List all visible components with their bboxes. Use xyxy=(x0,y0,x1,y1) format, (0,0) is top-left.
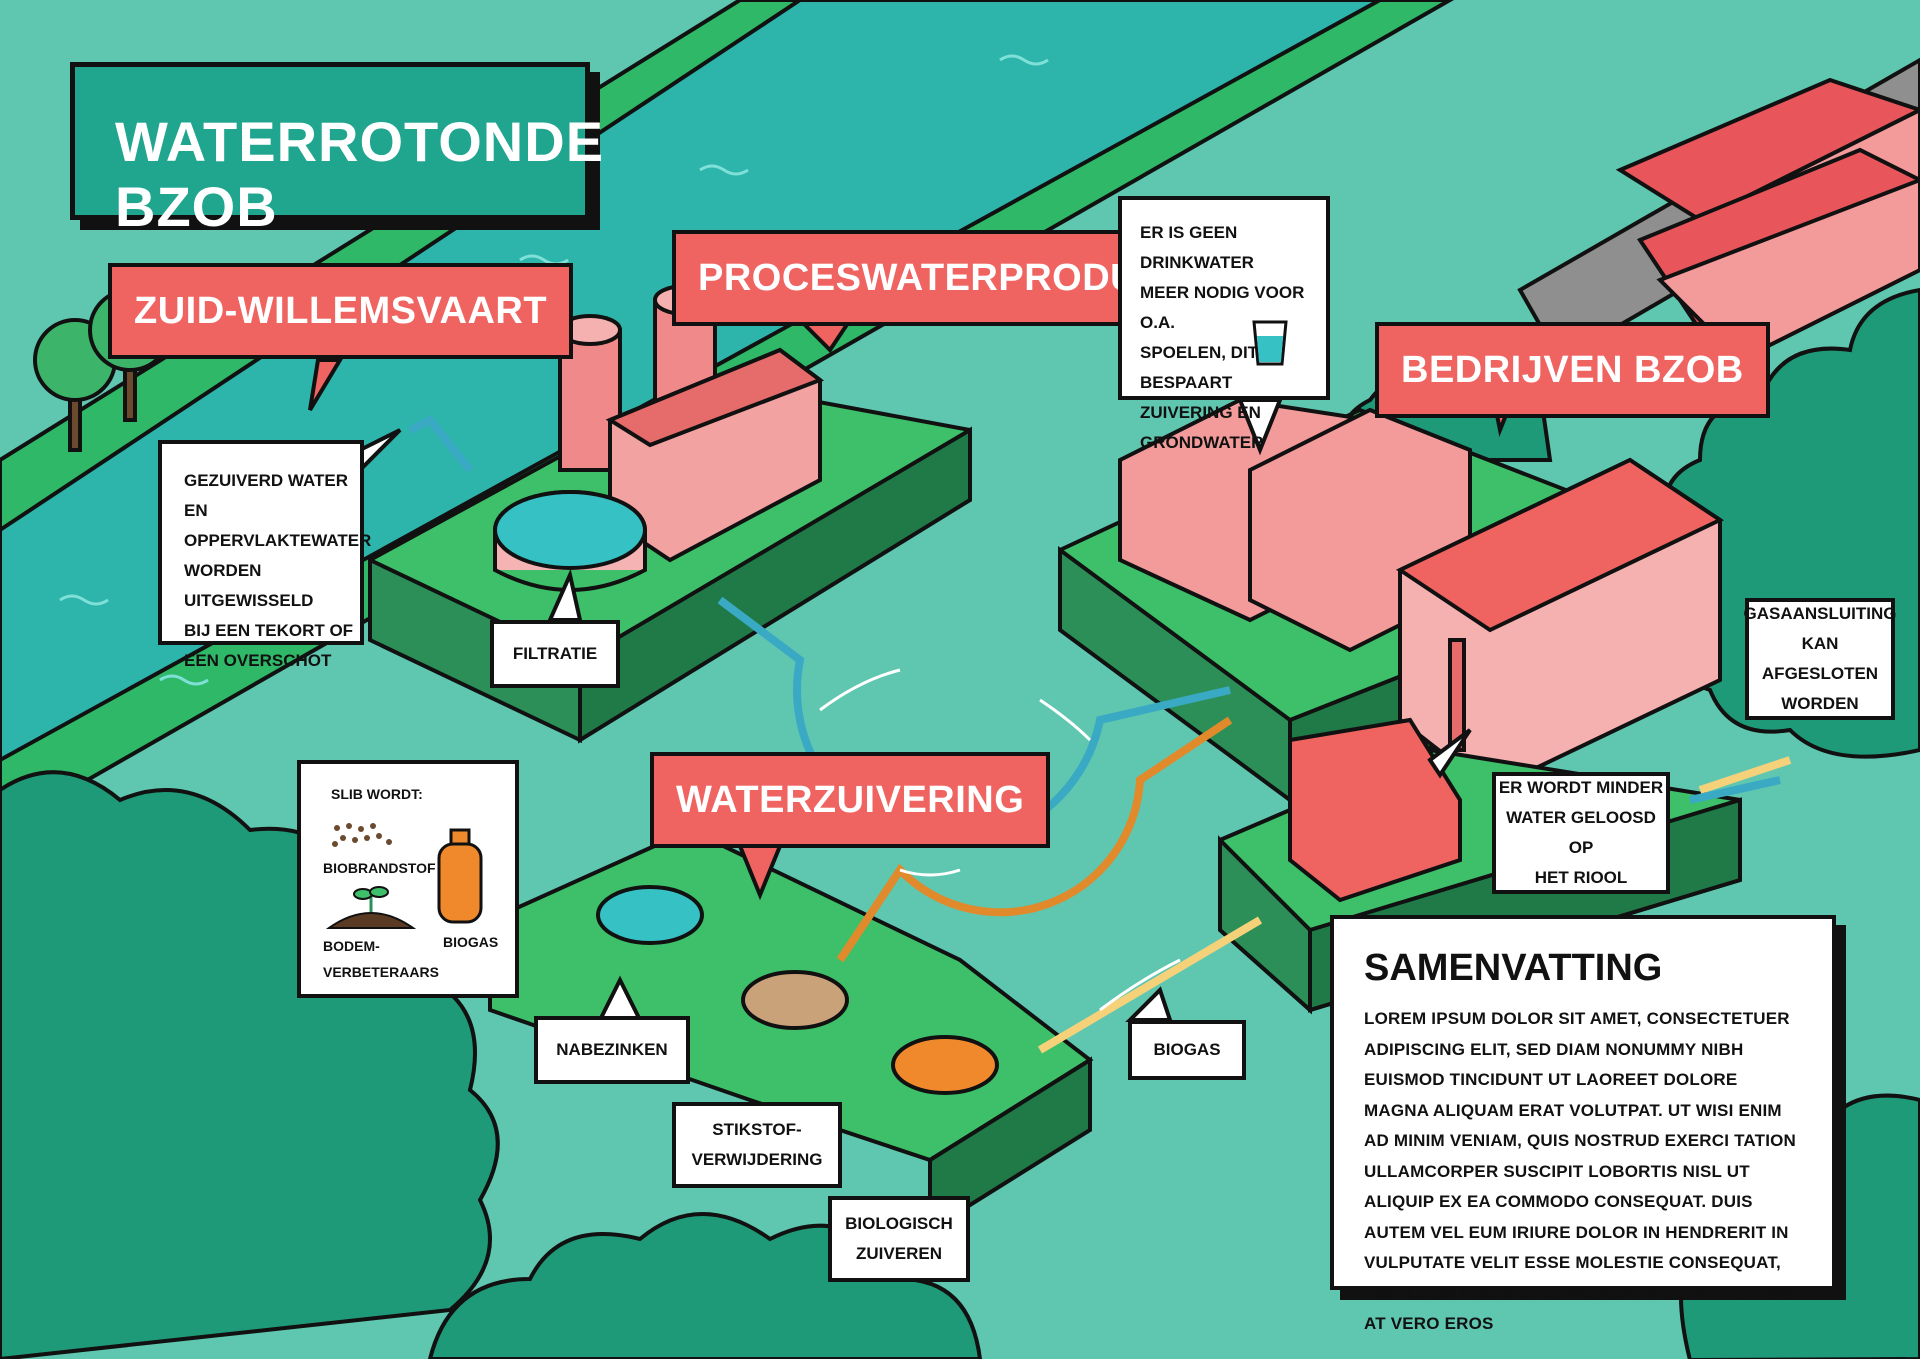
callout-line: BIJ EEN TEKORT OF xyxy=(184,621,354,640)
callout-line: ER IS GEEN DRINKWATER xyxy=(1140,223,1254,272)
callout-line: WORDEN xyxy=(1781,694,1859,713)
slib-bodem-1: BODEM- xyxy=(323,938,380,954)
slib-biogas: BIOGAS xyxy=(443,934,499,950)
plant-soil-icon xyxy=(325,886,417,929)
callout-drinkwater: ER IS GEEN DRINKWATER MEER NODIG VOOR O.… xyxy=(1118,196,1330,452)
label-waterzuivering: WATERZUIVERING xyxy=(650,752,1051,848)
gas-bottle-icon xyxy=(437,828,483,924)
callout-line: ER WORDT MINDER xyxy=(1498,778,1664,797)
label-zuid-willemsvaart: ZUID-WILLEMSVAART xyxy=(108,263,574,359)
summary-heading: SAMENVATTING xyxy=(1364,947,1663,989)
page-title: WATERROTONDE BZOB xyxy=(115,110,605,238)
label-bedrijven-bzob: BEDRIJVEN BZOB xyxy=(1375,322,1770,418)
summary-panel: SAMENVATTING LOREM IPSUM DOLOR SIT AMET,… xyxy=(1330,915,1836,1333)
callout-uitgewisseld: GEZUIVERD WATER EN OPPERVLAKTEWATER WORD… xyxy=(158,440,372,670)
callout-line: OPPERVLAKTEWATER xyxy=(184,531,372,550)
callout-line: WORDEN UITGEWISSELD xyxy=(184,561,314,610)
callout-line: STIKSTOF- xyxy=(712,1120,802,1139)
slib-bodem-2: VERBETERAARS xyxy=(323,964,439,980)
summary-body: LOREM IPSUM DOLOR SIT AMET, CONSECTETUER… xyxy=(1364,1009,1797,1333)
slib-heading: SLIB WORDT: xyxy=(331,786,423,802)
callout-riool: ER WORDT MINDER WATER GELOOSD OP HET RIO… xyxy=(1492,772,1670,894)
title-banner: WATERROTONDE BZOB xyxy=(70,62,603,238)
callout-biogas: BIOGAS xyxy=(1128,1020,1246,1080)
callout-biologisch-zuiveren: BIOLOGISCH ZUIVEREN xyxy=(828,1196,970,1282)
platform-treatment xyxy=(488,827,1094,1234)
callout-line: WATER GELOOSD OP xyxy=(1506,808,1656,857)
water-glass-icon xyxy=(1252,320,1288,366)
callout-stikstofverwijdering: STIKSTOF- VERWIJDERING xyxy=(672,1102,842,1188)
callout-line: HET RIOOL xyxy=(1534,868,1628,887)
platform-companies xyxy=(1058,397,1725,804)
callout-gasaansluiting: GASAANSLUITING KAN AFGESLOTEN WORDEN xyxy=(1743,598,1897,720)
callout-line: EEN OVERSCHOT xyxy=(184,651,332,670)
callout-line: GASAANSLUITING xyxy=(1743,604,1897,623)
callout-line: GEZUIVERD WATER EN xyxy=(184,471,349,520)
slib-callout: SLIB WORDT: BIOBRANDSTOF BODEM- VERBETER… xyxy=(297,760,519,998)
slib-biobrandstof: BIOBRANDSTOF xyxy=(323,860,436,876)
pellets-icon xyxy=(332,823,392,847)
flow-arrows xyxy=(819,668,1181,1012)
callout-line: BIOLOGISCH xyxy=(845,1214,953,1233)
callout-line: MEER NODIG VOOR O.A. xyxy=(1140,283,1305,332)
housing-rows xyxy=(1517,57,1920,363)
callout-line: KAN AFGESLOTEN xyxy=(1761,634,1879,683)
callout-line: ZUIVEREN xyxy=(856,1244,942,1263)
callout-nabezinken: NABEZINKEN xyxy=(534,1016,690,1084)
callout-line: SPOELEN, DIT BESPAART xyxy=(1140,343,1259,392)
callout-line: ZUIVERING EN xyxy=(1140,403,1261,422)
callout-line: VERWIJDERING xyxy=(691,1150,823,1169)
callout-line: GRONDWATER xyxy=(1140,433,1264,452)
callout-filtratie: FILTRATIE xyxy=(490,620,620,688)
